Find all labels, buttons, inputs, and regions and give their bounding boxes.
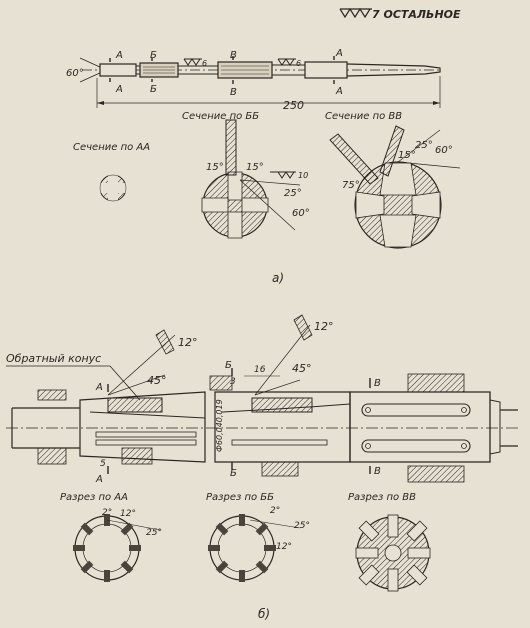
bb-angle-60: 60° <box>292 208 310 219</box>
length-dimension: 250 <box>283 99 304 112</box>
bb-b-angle-12: 12° <box>276 542 292 552</box>
aa-angle-25: 25° <box>146 528 162 538</box>
mark-b-top: Б <box>150 50 157 61</box>
vv-angle-75: 75° <box>342 180 360 191</box>
roughness-6-left: 6 <box>202 59 207 68</box>
dim-3: 3 <box>230 377 236 387</box>
section-bb-cross: 10 15° 15° 25° 60° <box>201 119 310 239</box>
section-bb-title-a: Сечение по ББ <box>182 111 259 122</box>
bb-angle-15-left: 15° <box>206 162 224 173</box>
fig-a-reamer-view: А А Б Б В В А А 60° 6 6 250 <box>66 48 441 112</box>
panel-label-b: б) <box>258 607 270 621</box>
roughness-note-text: 7 ОСТАЛЬНОЕ <box>372 8 461 21</box>
section-aa-title-b: Разрез по АА <box>60 492 128 503</box>
vv-angle-15: 15° <box>398 150 416 161</box>
mark-a2-bottom: А <box>335 86 343 97</box>
b-mark-a-bottom: А <box>95 474 103 485</box>
mark-b-bottom: Б <box>150 84 157 95</box>
section-bb-title-b: Разрез по ББ <box>206 492 274 503</box>
aa-angle-2: 2° <box>102 508 112 518</box>
mark-a-bottom: А <box>115 84 123 95</box>
section-aa-small <box>99 174 127 202</box>
mark-v-bottom: В <box>230 87 237 98</box>
dim-16: 16 <box>254 365 266 375</box>
angle-12-left: 12° <box>178 336 198 349</box>
vv-angle-25: 25° <box>415 140 433 151</box>
b-mark-b-top: Б <box>225 360 232 371</box>
angle-12-right: 12° <box>314 320 334 333</box>
cone-angle-label: 60° <box>66 68 84 79</box>
angle-45-right: 45° <box>292 362 312 375</box>
b-mark-v-top: В <box>374 378 381 389</box>
b-mark-b-bottom: Б <box>230 468 237 479</box>
aa-angle-12: 12° <box>120 509 136 519</box>
bb-roughness-10: 10 <box>298 171 308 180</box>
dim-diameter: Ф60,040,019 <box>215 399 224 452</box>
bb-b-angle-2: 2° <box>270 506 280 516</box>
fig-b-reamer-assembly: Обратный конус 12° 45° 12° 45° 3 16 <box>6 314 520 485</box>
bb-b-angle-25: 25° <box>294 521 310 531</box>
b-mark-a-top: А <box>95 382 103 393</box>
mark-v-top: В <box>230 50 237 61</box>
bb-angle-15-right: 15° <box>246 162 264 173</box>
b-mark-v-bottom: В <box>374 466 381 477</box>
dim-5: 5 <box>100 459 106 469</box>
roughness-note: 7 ОСТАЛЬНОЕ <box>339 7 461 21</box>
section-aa-b: 2° 12° 25° <box>73 508 162 582</box>
section-vv-title-a: Сечение по ВВ <box>325 111 402 122</box>
section-vv-title-b: Разрез по ВВ <box>348 492 416 503</box>
section-bb-b: 2° 25° 12° <box>208 506 310 582</box>
bb-angle-25: 25° <box>284 188 302 199</box>
panel-label-a: а) <box>272 271 284 285</box>
section-vv-b <box>355 514 431 592</box>
angle-45-left: 45° <box>147 374 167 387</box>
vv-angle-60: 60° <box>435 145 453 156</box>
mark-a-top: А <box>115 50 123 61</box>
reverse-taper-label: Обратный конус <box>6 352 101 365</box>
section-vv-cross: 15° 25° 60° 75° <box>329 125 461 249</box>
roughness-6-right: 6 <box>296 59 301 68</box>
mark-a2-top: А <box>335 48 343 59</box>
section-aa-title-a: Сечение по АА <box>73 142 150 153</box>
